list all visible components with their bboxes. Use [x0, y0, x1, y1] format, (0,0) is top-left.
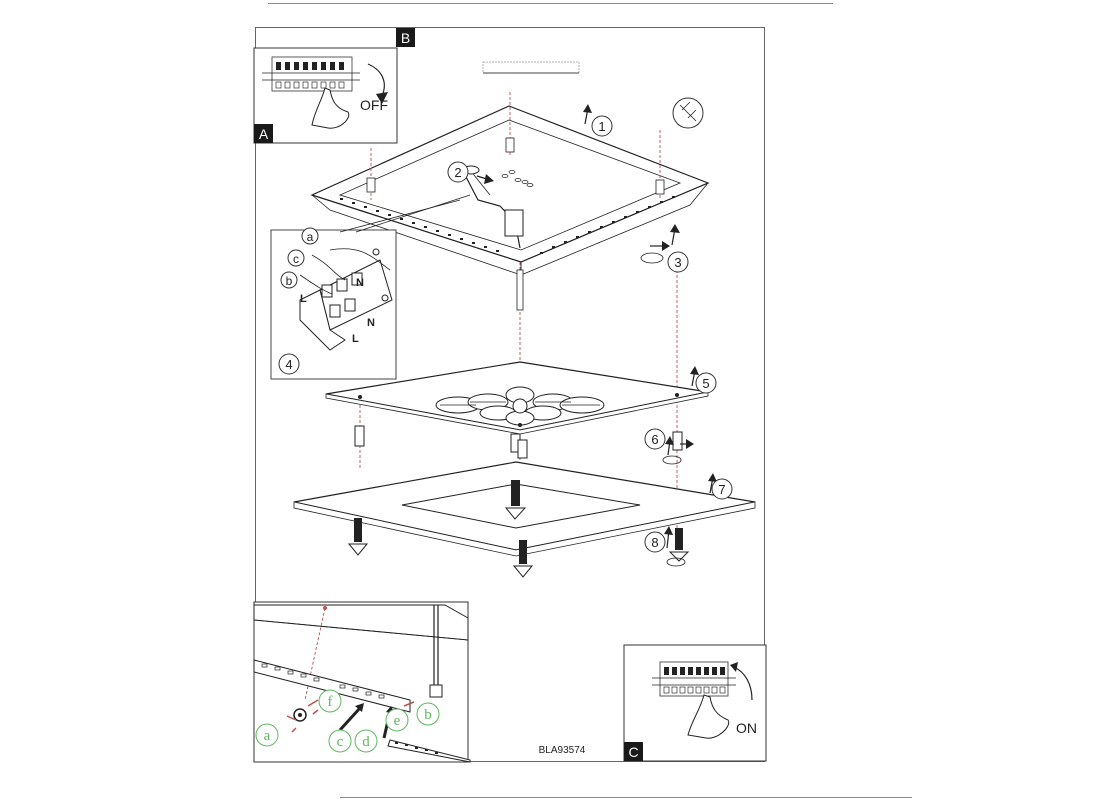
- rotate-arrow-icon: [367, 63, 385, 97]
- step-2: 2: [454, 165, 461, 180]
- wire-label-c: c: [293, 252, 299, 266]
- ceiling-hatch: [482, 61, 580, 74]
- inset-switch-off: B A OFF: [253, 28, 415, 144]
- terminal-n-upper: N: [356, 277, 364, 289]
- spacers: [354, 425, 683, 459]
- instruction-page-frame: [255, 27, 765, 762]
- wire-label-a: a: [307, 230, 314, 244]
- label-a: A: [259, 126, 269, 142]
- step-3: 3: [674, 255, 681, 270]
- step-4: 4: [285, 357, 292, 372]
- glass-panel: [293, 461, 756, 557]
- label-box-c: [624, 742, 643, 761]
- led-strip-detail: a f c d e b: [253, 601, 471, 763]
- label-box-a: [254, 124, 273, 143]
- strip-letter-b: b: [424, 707, 432, 723]
- bottom-rule: [340, 797, 912, 798]
- strip-letter-c: c: [337, 734, 344, 750]
- strip-letter-e: e: [394, 713, 401, 729]
- strip-letter-f: f: [328, 694, 333, 710]
- step3-detail: [640, 224, 680, 264]
- step-8: 8: [651, 535, 658, 550]
- step-6: 6: [651, 432, 658, 447]
- step6-detail: [662, 436, 694, 465]
- decorative-plate: [325, 361, 709, 435]
- finials: [347, 480, 690, 578]
- inset-switch-on: C ON: [623, 644, 767, 762]
- wiring-inset: a c b N N L L: [270, 194, 471, 380]
- step-7: 7: [718, 482, 725, 497]
- step-5: 5: [702, 376, 709, 391]
- off-label: OFF: [360, 97, 388, 113]
- ceiling-housing: [310, 92, 710, 276]
- hand-icon: [311, 87, 350, 129]
- wire-label-b: b: [286, 274, 293, 288]
- terminal-l-lower: L: [352, 333, 359, 345]
- breaker-panel-on: [652, 661, 736, 697]
- step8-detail: [664, 526, 686, 567]
- terminal-l-upper: L: [300, 293, 307, 305]
- breaker-panel-off: [262, 56, 360, 92]
- strip-letter-d: d: [362, 734, 370, 750]
- label-b: B: [401, 30, 410, 46]
- label-c: C: [628, 744, 638, 760]
- label-box-b: [396, 28, 415, 47]
- step-markers: 1 2 3 4 5 6 7 8: [278, 115, 733, 553]
- terminal-n-lower: N: [367, 317, 375, 329]
- top-rule: [268, 3, 833, 4]
- model-code: BLA93574: [539, 745, 586, 756]
- strip-letter-a: a: [264, 728, 271, 744]
- hand-icon-on: [687, 694, 730, 739]
- on-label: ON: [736, 720, 757, 736]
- anchor-detail: [672, 97, 704, 129]
- step-1: 1: [598, 119, 605, 134]
